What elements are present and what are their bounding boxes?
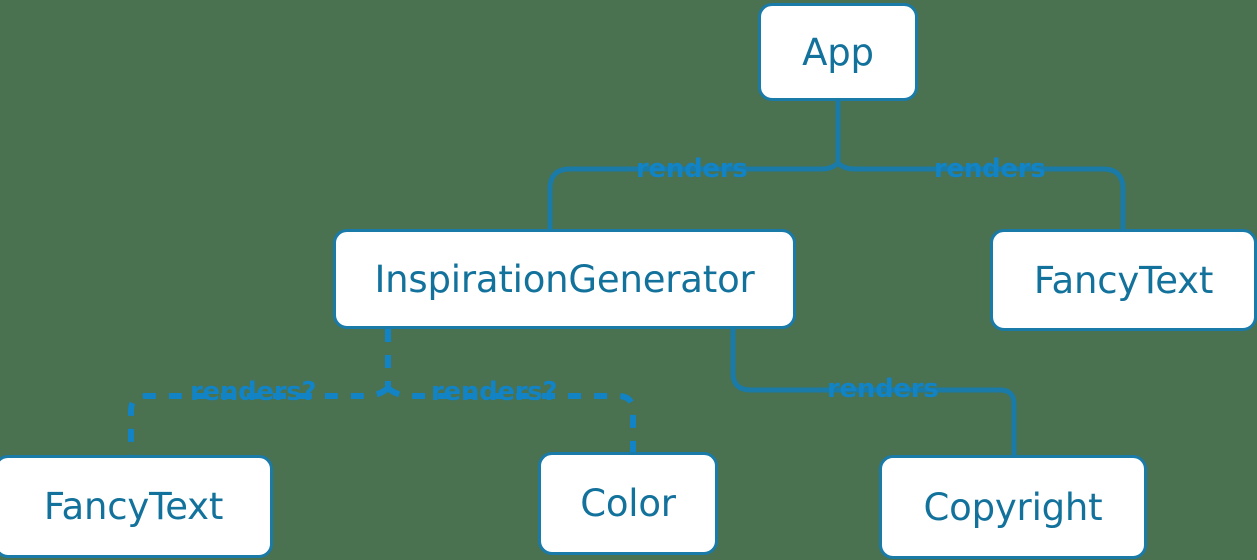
- node-copyright-label: Copyright: [923, 485, 1103, 529]
- node-fancytext-right[interactable]: FancyText: [990, 229, 1257, 331]
- node-fancytext-right-label: FancyText: [1033, 258, 1214, 302]
- node-fancytext-bottom-label: FancyText: [43, 485, 224, 528]
- node-inspiration-generator[interactable]: InspirationGenerator: [333, 229, 796, 329]
- edge-label-inspiration-to-color: renders?: [431, 377, 558, 407]
- node-inspiration-generator-label: InspirationGenerator: [374, 257, 755, 301]
- edge-label-app-to-fancytext: renders: [934, 154, 1046, 184]
- edge-label-inspiration-to-copyright: renders: [827, 374, 939, 404]
- node-app-label: App: [802, 30, 874, 74]
- node-color-label: Color: [580, 482, 676, 525]
- node-copyright[interactable]: Copyright: [879, 455, 1147, 559]
- node-app[interactable]: App: [758, 3, 918, 101]
- node-fancytext-bottom[interactable]: FancyText: [0, 455, 273, 558]
- node-color[interactable]: Color: [538, 452, 718, 555]
- edge-label-app-to-inspiration: renders: [636, 154, 748, 184]
- edge-label-inspiration-to-fancytext: renders?: [190, 377, 317, 407]
